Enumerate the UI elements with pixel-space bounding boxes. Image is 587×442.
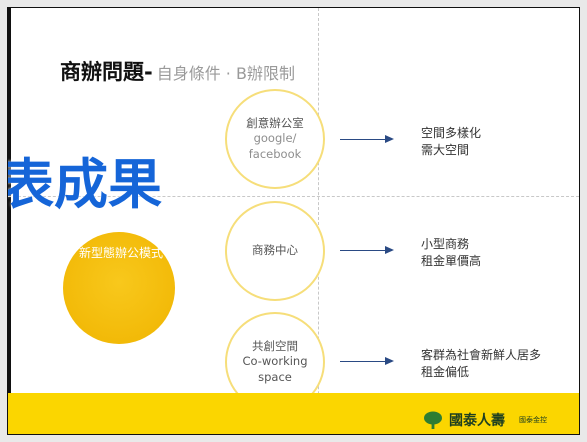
center-circle-label: 新型態辦公模式 [78,246,163,260]
horizontal-guide-line [8,196,579,197]
circle-label-line: Co-working [242,354,308,369]
circle-label-line: 創意辦公室 [246,115,304,130]
circle-label-line: 共創空間 [251,338,298,353]
arrow-icon [340,356,394,365]
logo-name: 國泰人壽 [449,413,505,429]
overlay-text: 表成果 [7,153,162,216]
tree-logo-icon [424,411,442,429]
desc-line: 小型商務 [421,237,470,251]
desc-line: 租金偏低 [421,365,470,380]
slide-subtitle: 自身條件 · B辦限制 [156,64,295,83]
company-logo: 國泰人壽 國泰金控 [423,410,547,430]
slide-title: 商辦問題-自身條件 · B辦限制 [60,56,295,86]
desc-line: 客群為社會新鮮人居多 [421,348,542,362]
bottom-yellow-bar [8,393,579,434]
desc-line: 租金單價高 [421,254,482,269]
desc-line: 空間多樣化 [421,126,482,140]
circle-label-line: 商務中心 [252,243,298,258]
arrow-icon [340,134,394,143]
arrow-icon [340,245,394,254]
left-border-line [8,8,11,434]
vertical-guide-line [318,8,319,434]
desc-business-center: 小型商務 租金單價高 [421,236,481,271]
slide-title-main: 商辦問題- [60,60,153,84]
desc-line: 需大空間 [421,143,470,158]
desc-coworking: 客群為社會新鮮人居多 租金偏低 [421,347,541,382]
circle-creative-office: 創意辦公室 google/ facebook [225,89,325,189]
circle-label-line: google/ [253,131,297,146]
desc-creative-office: 空間多樣化 需大空間 [421,125,481,160]
logo-subtext: 國泰金控 [519,416,547,424]
circle-business-center: 商務中心 [225,201,325,301]
circle-label-line: space [258,369,292,384]
circle-label-line: facebook [248,146,302,161]
center-circle [63,232,175,344]
slide-canvas: 商辦問題-自身條件 · B辦限制 新型態辦公模式 表成果 創意辦公室 googl… [7,7,580,435]
